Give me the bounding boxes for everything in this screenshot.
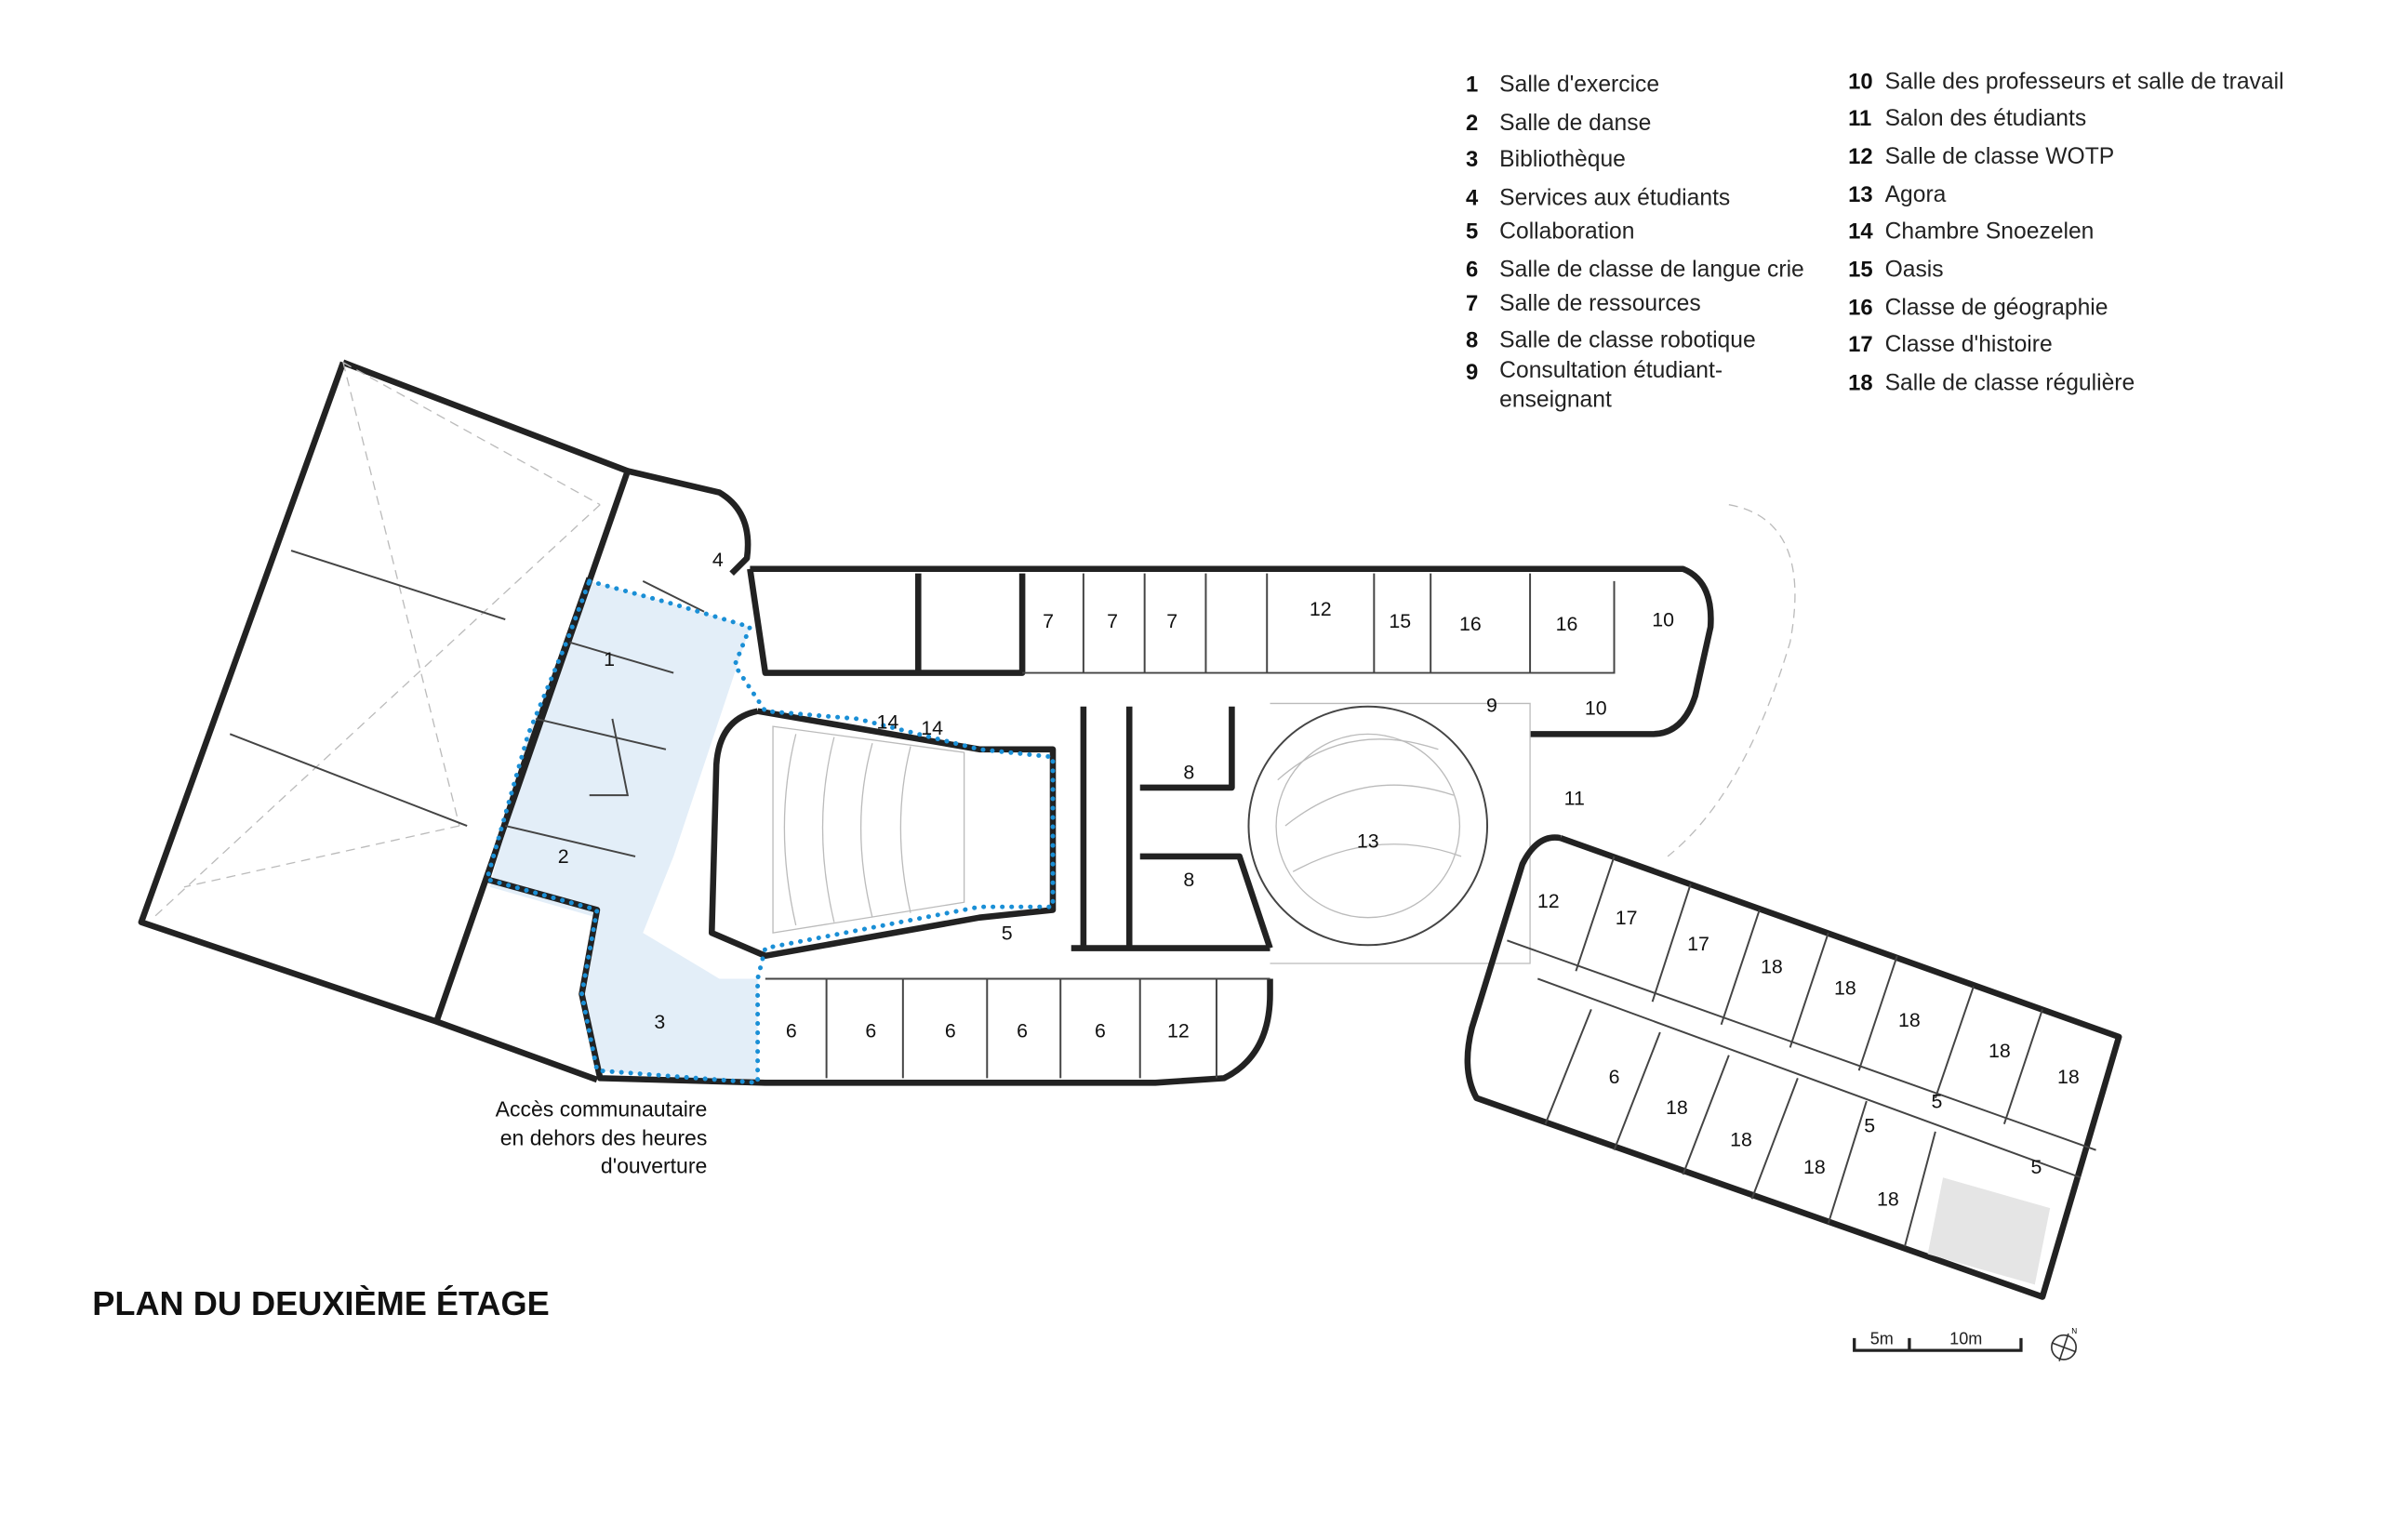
legend-label: Chambre Snoezelen [1885,219,2095,245]
room-label: 12 [1310,598,1332,620]
legend-number: 18 [1848,370,1873,395]
room-label: 18 [1989,1040,2011,1062]
legend-number: 9 [1466,360,1478,385]
room-label: 14 [921,717,943,739]
legend-label: Classe d'histoire [1885,332,2053,357]
legend-number: 7 [1466,291,1478,316]
north-arrow-icon: N [2051,1327,2077,1361]
room-label: 18 [1761,956,1783,978]
room-label: 7 [1166,610,1177,632]
room-label: 15 [1389,610,1411,632]
room-label: 18 [2057,1066,2080,1088]
legend-label-continued: enseignant [1499,387,1612,412]
room-label: 6 [1609,1066,1620,1088]
room-label: 7 [1043,610,1054,632]
room-label: 1 [604,648,615,670]
note-line: d'ouverture [601,1153,707,1177]
room-label: 18 [1803,1156,1826,1178]
legend-number: 5 [1466,219,1478,245]
community-access-note: Accès communautaire en dehors des heures… [496,1096,708,1177]
legend-number: 12 [1848,144,1873,169]
room-label: 18 [1834,977,1856,1000]
legend-label: Collaboration [1499,219,1634,245]
room-label: 6 [865,1020,876,1042]
room-labels: 4 1 2 3 14 14 7 7 7 12 15 16 16 10 9 10 … [558,549,2080,1210]
room-label: 14 [877,710,899,733]
legend-label: Salle d'exercice [1499,73,1659,98]
room-label: 6 [945,1020,956,1042]
agora [1247,702,1531,964]
room-label: 3 [654,1011,665,1033]
room-label: 16 [1556,613,1578,635]
legend-label: Agora [1885,182,1947,207]
legend-number: 11 [1848,106,1871,131]
community-access-boundary [484,578,1056,1085]
legend-label: Salon des étudiants [1885,106,2087,131]
legend-label: Salle de ressources [1499,291,1701,316]
room-label: 16 [1459,613,1482,635]
legend-number: 13 [1848,182,1873,207]
room-label: 18 [1898,1009,1921,1031]
note-line: Accès communautaire [496,1096,708,1121]
room-label: 8 [1183,869,1194,891]
room-label: 5 [1864,1115,1875,1137]
room-label: 6 [786,1020,797,1042]
legend-label: Salle de classe robotique [1499,327,1756,352]
legend-number: 14 [1848,219,1873,245]
room-label: 12 [1537,890,1560,912]
room-label: 5 [1932,1090,1943,1112]
legend-number: 6 [1466,258,1478,283]
room-label: 8 [1183,762,1194,784]
room-label: 17 [1687,933,1709,955]
legend-label: Salle de classe WOTP [1885,144,2115,169]
legend: 1 Salle d'exercice 2 Salle de danse 3 Bibli… [1466,69,2284,412]
legend-number: 3 [1466,147,1478,172]
scale-bar: 5m 10m [1853,1330,2023,1352]
room-label: 11 [1564,788,1585,810]
legend-number: 1 [1466,73,1478,98]
plan-title: PLAN DU DEUXIÈME ÉTAGE [92,1284,550,1322]
legend-label: Bibliothèque [1499,147,1626,172]
room-label: 10 [1585,697,1607,720]
legend-number: 4 [1466,185,1479,210]
room-label: 5 [1002,922,1013,944]
room-label: 12 [1167,1020,1190,1042]
legend-number: 16 [1848,296,1873,321]
central-block [708,565,1714,1079]
room-label: 13 [1357,830,1379,853]
note-line: en dehors des heures [500,1126,708,1150]
room-label: 10 [1652,608,1674,631]
legend-label: Salle des professeurs et salle de travai… [1885,69,2284,94]
room-label: 7 [1107,610,1118,632]
legend-number: 10 [1848,69,1873,94]
room-label: 17 [1616,907,1638,929]
room-label: 2 [558,845,569,868]
room-label: 6 [1095,1020,1106,1042]
legend-label: Salle de danse [1499,111,1651,136]
legend-label: Salle de classe régulière [1885,370,2135,395]
room-label: 18 [1877,1188,1899,1211]
right-wing [1464,504,2122,1300]
legend-label: Oasis [1885,258,1944,283]
legend-number: 17 [1848,332,1873,357]
north-label: N [2071,1327,2077,1335]
legend-label: Salle de classe de langue crie [1499,258,1804,283]
legend-label: Services aux étudiants [1499,185,1730,210]
scale-label-10m: 10m [1949,1330,1982,1348]
legend-label: Classe de géographie [1885,296,2108,321]
room-label: 6 [1017,1020,1028,1042]
legend-number: 8 [1466,327,1478,352]
room-label: 5 [2030,1156,2042,1178]
legend-label: Consultation étudiant- [1499,358,1723,383]
community-access-zone [489,580,758,1083]
legend-number: 15 [1848,258,1873,283]
legend-number: 2 [1466,111,1478,136]
room-label: 18 [1730,1128,1752,1150]
room-label: 18 [1666,1096,1688,1119]
room-label: 4 [712,549,724,571]
left-wing-walls [484,468,1273,1086]
room-label: 9 [1486,694,1497,716]
scale-label-5m: 5m [1870,1330,1894,1348]
